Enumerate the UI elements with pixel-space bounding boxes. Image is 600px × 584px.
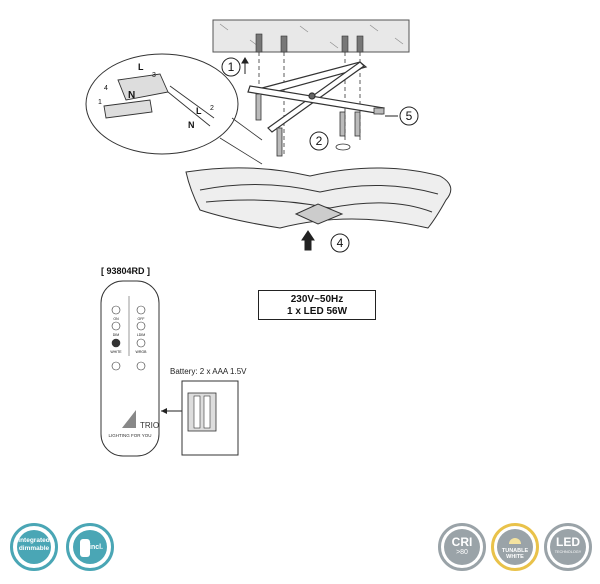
led-badge: LED TECHNOLOGY	[544, 523, 592, 571]
power-label: 1 x LED 56W	[286, 306, 348, 317]
step-2-label: 2	[316, 134, 323, 148]
battery-cell-2	[203, 395, 211, 429]
wire-2-label: 2	[210, 105, 214, 112]
mounting-bracket	[247, 61, 385, 133]
diagram-drawing: 1 2 3 4 5 N L 3 4 1 L 2 N	[85, 19, 452, 457]
remote-btn-on: ON	[113, 317, 119, 321]
balloon-pointer-2	[231, 117, 263, 141]
trio-logo-icon	[122, 410, 136, 428]
step-arrows	[241, 57, 398, 251]
wire-l-label: L	[138, 62, 144, 72]
rotate-arrow-icon	[335, 143, 351, 151]
battery-slot	[187, 392, 217, 432]
battery-label: Battery: 2 x AAA 1.5V	[170, 367, 247, 376]
wiring-detail-balloon	[85, 53, 239, 155]
bracket-screws	[255, 93, 385, 157]
remote-slogan: LIGHTING FOR YOU	[109, 433, 152, 438]
white-label: WHITE	[506, 554, 524, 560]
sun-icon	[509, 538, 521, 544]
wire-n-label: N	[128, 90, 135, 101]
remote-icon	[80, 539, 90, 557]
remote-btn-dim: DIM	[113, 333, 120, 337]
terminal-block	[103, 73, 215, 127]
step-4-label: 4	[337, 236, 344, 250]
remote-buttons	[111, 296, 146, 371]
battery-arrowhead	[161, 408, 167, 414]
remote-btn-wrgb: WRGB	[136, 350, 148, 354]
remote-btn-white: WHITE	[110, 350, 122, 354]
cri-label: CRI	[451, 535, 473, 549]
integrated-dimmable-badge: integrated dimmable	[10, 523, 58, 571]
integrated-label: integrated	[18, 537, 50, 544]
remote-model-label: [ 93804RD ]	[101, 266, 151, 276]
remote-included-badge: incl.	[66, 523, 114, 571]
remote-brand: TRIO	[140, 421, 159, 430]
balloon-pointer	[219, 137, 263, 165]
cri-value: >80	[456, 549, 468, 556]
tunable-label: TUNABLE	[501, 548, 529, 554]
wire-1-label: 1	[98, 99, 102, 106]
wire-3-label: 3	[152, 72, 156, 79]
remote-btn-off: OFF	[138, 317, 145, 321]
lamp-body	[185, 167, 452, 229]
led-label: LED	[556, 535, 580, 549]
electrical-specs: 230V~50Hz 1 x LED 56W	[258, 290, 376, 320]
dimmable-label: dimmable	[18, 545, 50, 552]
wire-4-label: 4	[104, 85, 108, 92]
ceiling	[212, 19, 410, 53]
ceiling-hatch	[219, 23, 404, 49]
cri-badge: CRI >80	[438, 523, 486, 571]
step-1-label: 1	[228, 60, 235, 74]
led-technology-label: TECHNOLOGY	[554, 550, 582, 554]
tunable-white-badge: TUNABLE WHITE	[491, 523, 539, 571]
step-5-label: 5	[406, 109, 413, 123]
voltage-label: 230V~50Hz	[290, 294, 344, 305]
battery-cell-1	[193, 395, 201, 429]
wire-l2-label: L	[196, 106, 202, 116]
remote-btn-ldim: LDIM	[137, 333, 145, 337]
remote-incl-label: incl.	[89, 544, 104, 551]
wire-n2-label: N	[188, 120, 195, 130]
